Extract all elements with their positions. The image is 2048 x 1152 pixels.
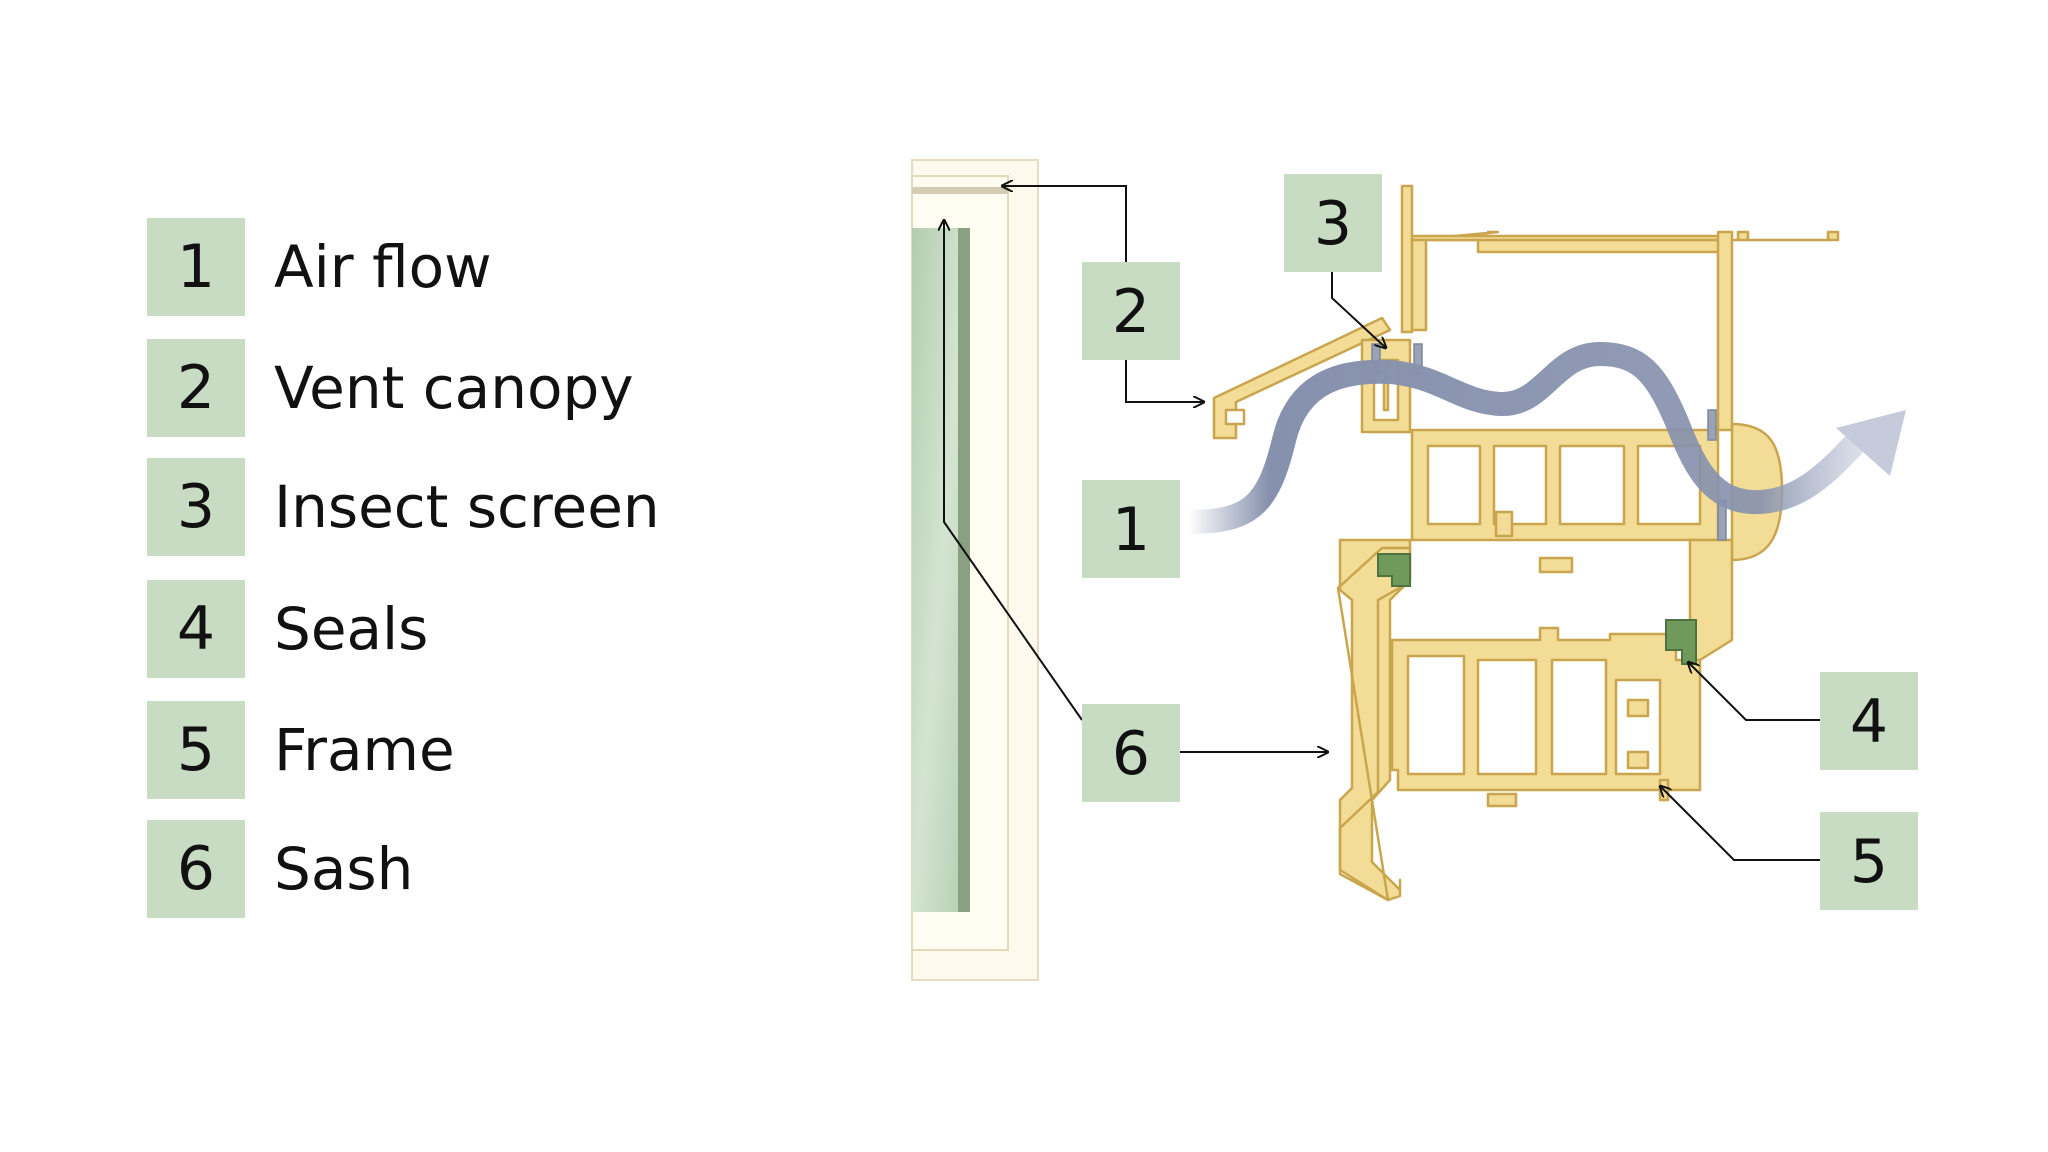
- leader-3: [1331, 272, 1386, 348]
- callout-4: 4: [1820, 672, 1918, 770]
- callout-1-label: 1: [1112, 495, 1150, 565]
- air-flow-path: [1187, 341, 1871, 534]
- legend-badge: 2: [147, 339, 245, 437]
- legend-label: Seals: [274, 595, 429, 663]
- legend-badge: 6: [147, 820, 245, 918]
- leader-lines: [944, 186, 1820, 861]
- legend-label: Frame: [274, 716, 455, 784]
- insect-screen: [1371, 343, 1727, 541]
- legend-badge: 3: [147, 458, 245, 556]
- callout-1: 1: [1082, 480, 1180, 578]
- legend-badge: 5: [147, 701, 245, 799]
- callout-3: 3: [1284, 174, 1382, 272]
- legend-badge: 1: [147, 218, 245, 316]
- vent-housing-top: [1410, 234, 1734, 242]
- air-flow-arrowhead: [1836, 410, 1906, 476]
- legend-item-vent-canopy: 2 Vent canopy: [147, 339, 947, 437]
- legend-item-insect-screen: 3 Insect screen: [147, 458, 947, 556]
- leader-5: [1660, 786, 1820, 861]
- callout-6: 6: [1082, 704, 1180, 802]
- callout-5: 5: [1820, 812, 1918, 910]
- lower-seal: [1665, 619, 1697, 665]
- leader-4: [1688, 662, 1820, 721]
- window-cross-section: [1212, 184, 1840, 902]
- leader-2-canopy: [1125, 352, 1204, 402]
- callout-3-label: 3: [1314, 189, 1352, 259]
- callout-2: 2: [1082, 262, 1180, 360]
- legend-item-sash: 6 Sash: [147, 820, 947, 918]
- upper-seal: [1377, 553, 1411, 587]
- vent-housing-left-wall: [1410, 238, 1428, 332]
- legend-label: Insect screen: [274, 473, 660, 541]
- window-front-view: [911, 159, 1039, 981]
- vent-canopy-strip: [912, 187, 1008, 194]
- legend-item-seals: 4 Seals: [147, 580, 947, 678]
- callout-5-label: 5: [1850, 827, 1888, 897]
- leader-2-top: [1002, 186, 1127, 262]
- callout-2-label: 2: [1112, 277, 1150, 347]
- sash-outer: [1336, 546, 1412, 902]
- legend-label: Air flow: [274, 233, 492, 301]
- canopy-fin: [1400, 184, 1414, 334]
- glass-edge: [958, 228, 970, 912]
- vent-housing-right-wall: [1716, 230, 1734, 432]
- legend-badge: 4: [147, 580, 245, 678]
- callout-4-label: 4: [1850, 687, 1888, 757]
- legend-item-air-flow: 1 Air flow: [147, 218, 947, 316]
- leader-6-glass: [944, 220, 1083, 721]
- air-flow: [1187, 341, 1906, 534]
- legend-item-frame: 5 Frame: [147, 701, 947, 799]
- legend-label: Vent canopy: [274, 354, 634, 422]
- legend-label: Sash: [274, 835, 414, 903]
- seals: [1377, 553, 1697, 665]
- callout-6-label: 6: [1112, 719, 1150, 789]
